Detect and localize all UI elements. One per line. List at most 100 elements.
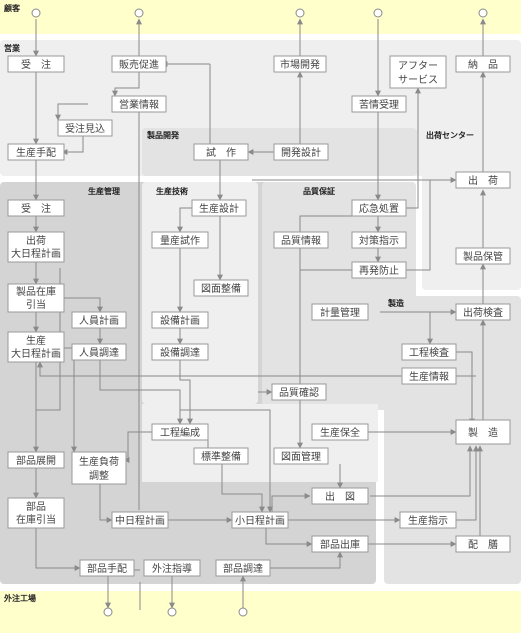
personnel-plan-label: 人員計画: [79, 314, 119, 327]
production-arrangement-box: [7, 143, 65, 161]
sales-info-label: 営業情報: [119, 98, 159, 111]
production-maintenance-label: 生産保全: [320, 426, 360, 439]
shipment-label: 出 荷: [468, 174, 498, 187]
allocation-box: [455, 535, 511, 553]
shipping-inspection-label: 出荷検査: [463, 306, 503, 319]
development-design-label: 開発設計: [281, 146, 321, 159]
manufacture-label: 製 造: [468, 426, 498, 439]
allocation-label: 配 膳: [468, 538, 498, 551]
quality-label: 品質保証: [303, 186, 335, 196]
countermeasure-box: [351, 231, 407, 249]
parts-stock-box: [7, 497, 65, 529]
market-development-box: [273, 55, 327, 73]
recurrence-prevention-label: 再発防止: [359, 264, 399, 277]
emergency-action-label: 応急処置: [359, 202, 399, 215]
parts-issue-label: 部品出庫: [320, 538, 360, 551]
order-estimate-box: [57, 119, 113, 137]
process-formation-box: [151, 423, 209, 441]
measurement-mgmt-box: [311, 303, 369, 321]
trial-label: 試 作: [206, 146, 236, 159]
subcontractor-band: [0, 591, 521, 633]
shipment-box: [455, 171, 511, 189]
drawing-maintenance-box: [193, 279, 249, 297]
sales-info-box: [111, 95, 167, 113]
product-dev-label: 製品開発: [146, 130, 180, 140]
process-inspection-box: [401, 343, 457, 361]
production-arrangement-label: 生産手配: [16, 146, 56, 159]
production-tech-label: 生産技術: [156, 186, 188, 196]
order-receipt-pm-box: [7, 199, 65, 217]
market-development-label: 市場開発: [280, 58, 320, 71]
mass-trial-box: [151, 231, 209, 249]
customer-terminal-5: [478, 8, 488, 18]
shipping-schedule-label-2: 大日程計画: [11, 247, 61, 260]
personnel-procure-box: [71, 343, 127, 361]
production-maintenance-box: [311, 423, 369, 441]
mid-light-region: [142, 404, 378, 482]
manufacturing-label: 製造: [387, 298, 404, 308]
product-storage-label: 製品保管: [463, 250, 503, 263]
equipment-plan-label: 設備計画: [160, 314, 200, 327]
process-formation-label: 工程編成: [160, 426, 200, 439]
measurement-mgmt-label: 計量管理: [320, 306, 360, 319]
quality-info-box: [273, 231, 329, 249]
drawing-issue-box: [311, 487, 369, 505]
small-schedule-label: 小日程計画: [235, 514, 285, 527]
sales-label: 営業: [4, 43, 21, 53]
product-storage-box: [455, 247, 511, 265]
customer-terminal-4: [373, 8, 383, 18]
after-service-label-1: アフター: [398, 60, 438, 72]
manufacture-box: [455, 419, 511, 445]
region-labels: 顧客 営業 製品開発 出荷センター 生産管理 生産技術 品質保証 製造 外注工場: [4, 3, 474, 603]
trial-box: [193, 143, 249, 161]
development-design-box: [273, 143, 329, 161]
customer-band: [0, 0, 521, 34]
boxes: [7, 55, 511, 577]
order-estimate-label: 受注見込: [65, 122, 105, 135]
small-schedule-box: [231, 511, 289, 529]
equipment-procure-box: [151, 343, 209, 361]
subcontractor-terminal-3: [238, 607, 248, 617]
recurrence-prevention-box: [351, 261, 407, 279]
subcontractor-terminal-2: [167, 607, 177, 617]
load-adjust-label-1: 生産負荷: [79, 455, 119, 468]
production-info-label: 生産情報: [409, 370, 449, 383]
shipping-center-label: 出荷センター: [426, 130, 474, 140]
shipping-inspection-box: [455, 303, 511, 321]
parts-stock-label-1: 部品: [26, 500, 46, 513]
parts-stock-label-2: 在庫引当: [16, 513, 56, 526]
parts-procurement-label: 部品調達: [223, 562, 263, 575]
drawing-mgmt-box: [273, 447, 329, 465]
standard-maintenance-label: 標準整備: [201, 450, 241, 463]
product-stock-label-1: 製品在庫: [16, 285, 56, 298]
production-instruction-label: 生産指示: [408, 514, 448, 527]
shipping-schedule-label-1: 出荷: [26, 234, 46, 247]
production-design-box: [191, 199, 247, 217]
customer-terminal-1: [31, 8, 41, 18]
complaint-receipt-label: 苦情受理: [359, 98, 399, 111]
order-receipt-pm-label: 受 注: [21, 202, 51, 215]
production-master-label-1: 生産: [26, 334, 46, 347]
subcontract-guidance-label: 外注指導: [152, 562, 192, 575]
shipping-schedule-box: [7, 231, 65, 263]
production-info-box: [401, 367, 457, 385]
production-instruction-box: [399, 511, 457, 529]
product-stock-box: [7, 283, 65, 313]
after-service-box: [389, 55, 447, 89]
load-adjust-box: [71, 451, 127, 485]
quality-info-label: 品質情報: [281, 234, 321, 247]
drawing-maintenance-label: 図面整備: [201, 282, 241, 295]
personnel-procure-label: 人員調達: [79, 346, 119, 359]
customer-terminal-2: [134, 8, 144, 18]
shipping-center-region: [422, 128, 521, 290]
parts-procurement-box: [215, 559, 271, 577]
product-stock-label-2: 引当: [26, 298, 46, 311]
process-inspection-label: 工程検査: [409, 346, 449, 359]
production-design-label: 生産設計: [199, 202, 239, 215]
drawing-mgmt-label: 図面管理: [281, 450, 321, 463]
after-service-label-2: サービス: [398, 74, 438, 86]
personnel-plan-box: [71, 311, 127, 329]
subcontractor-label: 外注工場: [4, 593, 36, 603]
quality-confirm-box: [271, 383, 327, 401]
standard-maintenance-box: [193, 447, 249, 465]
